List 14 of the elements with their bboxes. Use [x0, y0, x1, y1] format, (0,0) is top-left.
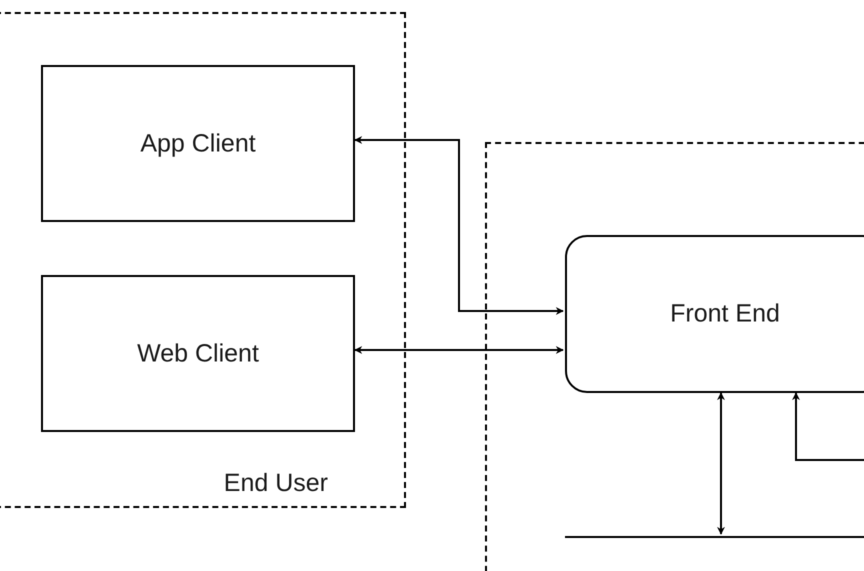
box-label: App Client	[140, 129, 256, 158]
dashed-container	[0, 12, 406, 508]
process-box	[41, 65, 355, 222]
box-label: Web Client	[137, 339, 259, 368]
container-label: End User	[224, 469, 328, 498]
arrow	[792, 392, 864, 461]
rounded-box	[565, 235, 864, 393]
horizontal-line	[565, 536, 864, 538]
arrow	[354, 346, 564, 354]
arrow	[354, 136, 564, 315]
box-label: Front End	[670, 300, 780, 328]
dashed-container	[485, 142, 864, 571]
process-box	[41, 275, 355, 432]
arrow	[717, 392, 725, 535]
